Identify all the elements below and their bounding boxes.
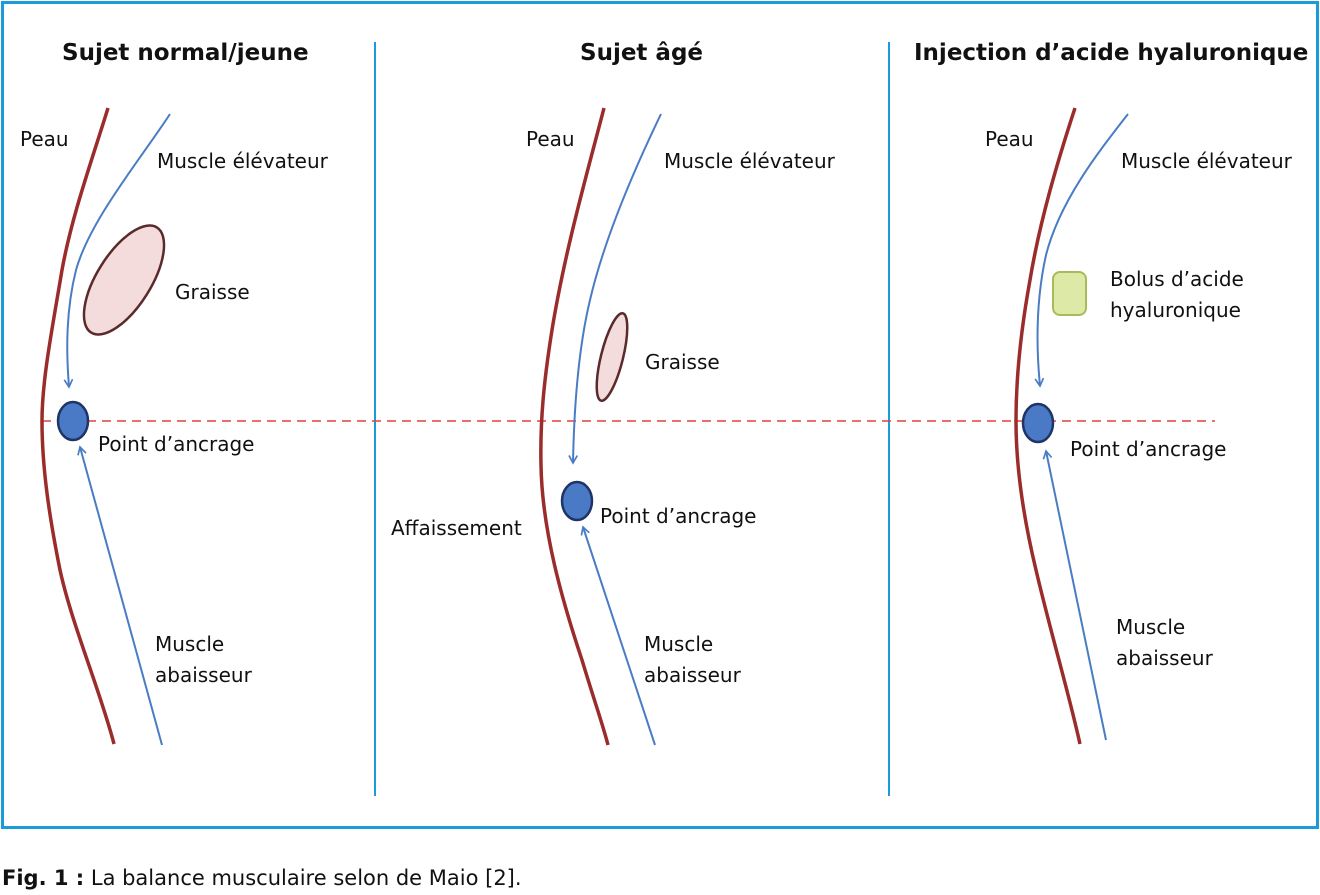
sag-label: Affaissement <box>391 516 522 540</box>
depressor-muscle-arrow <box>1046 451 1107 741</box>
caption-text: La balance musculaire selon de Maio [2]. <box>84 866 522 890</box>
depressor-muscle-arrow <box>80 447 163 746</box>
skin-line <box>539 107 610 746</box>
fat-ellipse <box>595 312 629 402</box>
elevator-muscle-label: Muscle élévateur <box>664 149 835 173</box>
depressor-muscle-label-line-2: abaisseur <box>155 663 252 687</box>
caption-prefix: Fig. 1 : <box>2 866 85 890</box>
elevator-muscle-arrow <box>67 113 171 387</box>
skin-line <box>40 107 116 745</box>
elevator-muscle-label: Muscle élévateur <box>1121 149 1292 173</box>
depressor-muscle-label-line-2: abaisseur <box>1116 646 1213 670</box>
skin-label: Peau <box>20 127 69 151</box>
anchor-point <box>56 400 90 442</box>
panel-title: Injection d’acide hyaluronique <box>914 40 1309 66</box>
panel-3-drawing <box>1014 107 1129 745</box>
anchor-point <box>560 480 594 522</box>
panel-2-drawing <box>539 107 662 746</box>
anchor-point-label: Point d’ancrage <box>1070 437 1227 461</box>
bolus-label-line-1: Bolus d’acide <box>1110 267 1244 291</box>
elevator-muscle-label: Muscle élévateur <box>157 149 328 173</box>
figure-frame <box>1 1 1319 829</box>
skin-label: Peau <box>526 127 575 151</box>
elevator-muscle-arrow <box>573 113 662 463</box>
depressor-muscle-label-line-1: Muscle <box>644 632 714 656</box>
panel-title: Sujet âgé <box>580 40 704 66</box>
elevator-muscle-arrow <box>1038 113 1129 386</box>
anchor-point-label: Point d’ancrage <box>600 504 757 528</box>
skin-line <box>1014 107 1082 745</box>
panel-1-drawing <box>40 107 171 746</box>
anchor-point-label: Point d’ancrage <box>98 432 255 456</box>
panel-divider-2 <box>888 42 890 796</box>
depressor-muscle-label-line-1: Muscle <box>1116 615 1186 639</box>
depressor-muscle-label-line-2: abaisseur <box>644 663 741 687</box>
fat-label: Graisse <box>645 350 720 374</box>
fat-label: Graisse <box>175 280 250 304</box>
anchor-point <box>1021 402 1055 444</box>
panel-title: Sujet normal/jeune <box>62 40 309 66</box>
panel-divider-1 <box>374 42 376 796</box>
depressor-muscle-arrow <box>583 527 656 746</box>
depressor-muscle-label-line-1: Muscle <box>155 632 225 656</box>
fat-ellipse <box>82 224 166 336</box>
figure-caption: Fig. 1 : La balance musculaire selon de … <box>2 866 522 890</box>
hyaluronic-bolus <box>1052 271 1087 316</box>
skin-label: Peau <box>985 127 1034 151</box>
bolus-label-line-2: hyaluronique <box>1110 298 1241 322</box>
